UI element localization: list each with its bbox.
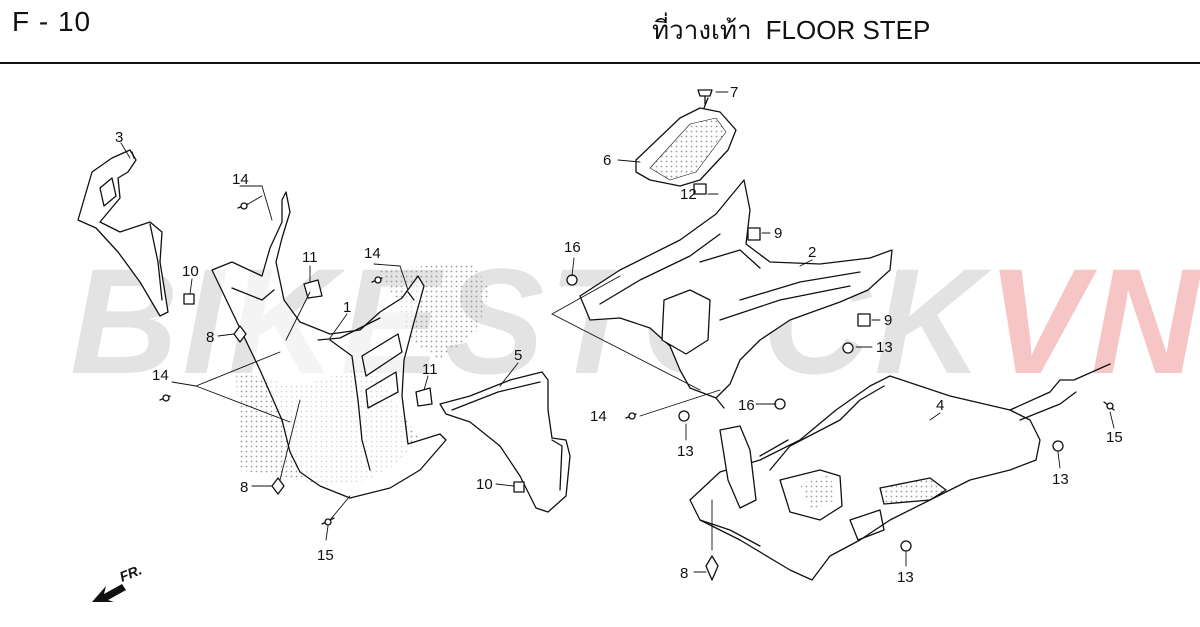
front-direction-arrow: FR. xyxy=(92,561,144,602)
callout-3: 3 xyxy=(115,129,123,146)
title-thai: ที่วางเท้า xyxy=(652,15,752,45)
callout-14: 14 xyxy=(232,171,249,188)
callout-9: 9 xyxy=(774,225,782,242)
page-header: F - 10 ที่วางเท้า FLOOR STEP xyxy=(0,0,1200,64)
part-2-floor-step xyxy=(579,179,893,409)
part-4-under-cover xyxy=(689,363,1111,581)
callout-14: 14 xyxy=(152,367,169,384)
title-english: FLOOR STEP xyxy=(765,15,931,45)
callout-16: 16 xyxy=(738,397,755,414)
callout-labels: 3 14 11 14 10 1 8 14 11 8 15 5 10 16 14 … xyxy=(115,84,1123,586)
header-divider xyxy=(0,62,1200,64)
page-title: ที่วางเท้า FLOOR STEP xyxy=(652,10,930,51)
part-5-side-cover xyxy=(439,371,571,513)
callout-4: 4 xyxy=(936,397,944,414)
callout-14: 14 xyxy=(590,408,607,425)
part-3-bracket xyxy=(77,149,169,317)
callout-7: 7 xyxy=(730,84,738,101)
callout-16: 16 xyxy=(564,239,581,256)
callout-15: 15 xyxy=(317,547,334,564)
parts-diagram: FR. 3 14 11 14 10 1 8 14 11 8 15 5 10 16… xyxy=(77,84,1123,602)
callout-10: 10 xyxy=(476,476,493,493)
callout-14: 14 xyxy=(364,245,381,262)
part-1-inner-cover xyxy=(211,191,490,499)
callout-10: 10 xyxy=(182,263,199,280)
callout-8: 8 xyxy=(680,565,688,582)
callout-8: 8 xyxy=(206,329,214,346)
callout-9: 9 xyxy=(884,312,892,329)
callout-13: 13 xyxy=(1052,471,1069,488)
callout-5: 5 xyxy=(514,347,522,364)
watermark-text-red: VN xyxy=(986,237,1200,405)
callout-11: 11 xyxy=(422,361,438,378)
callout-6: 6 xyxy=(603,152,611,169)
leader-lines xyxy=(120,91,1115,573)
callout-13: 13 xyxy=(897,569,914,586)
callout-8: 8 xyxy=(240,479,248,496)
front-direction-label: FR. xyxy=(117,561,144,584)
page-code: F - 10 xyxy=(12,6,92,37)
callout-13: 13 xyxy=(876,339,893,356)
fasteners xyxy=(159,89,1115,581)
callout-11: 11 xyxy=(302,249,318,266)
part-6-lid xyxy=(635,97,737,187)
callout-2: 2 xyxy=(808,244,816,261)
callout-15: 15 xyxy=(1106,429,1123,446)
callout-13: 13 xyxy=(677,443,694,460)
callout-12: 12 xyxy=(680,186,697,203)
callout-1: 1 xyxy=(343,299,351,316)
